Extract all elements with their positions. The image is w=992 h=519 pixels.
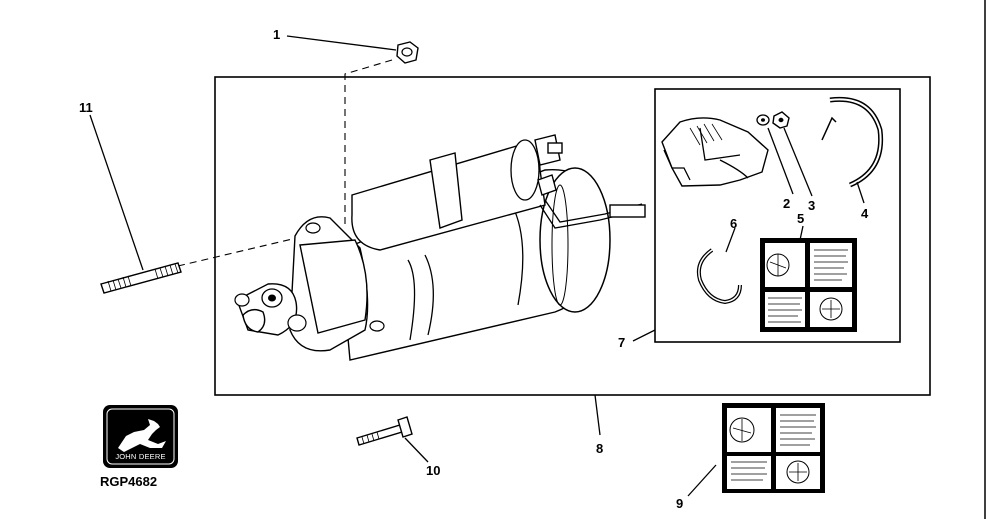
brush-holder-part — [661, 117, 769, 187]
figure-reference: RGP4682 — [100, 474, 157, 489]
instruction-decal-part — [760, 238, 857, 332]
callout-2: 2 — [783, 196, 790, 211]
callout-6: 6 — [730, 216, 737, 231]
callout-8: 8 — [596, 441, 603, 456]
callout-4: 4 — [861, 206, 869, 221]
starter-assembly-frame — [214, 76, 931, 396]
threaded-stud-part — [100, 262, 182, 294]
callout-3: 3 — [808, 198, 815, 213]
washer-part — [756, 114, 770, 126]
callout-1: 1 — [273, 27, 280, 42]
callout-11: 11 — [79, 100, 93, 115]
logo-brand-text: JOHN DEERE — [115, 452, 165, 461]
cap-screw-part — [356, 416, 413, 446]
retaining-ring-part — [696, 248, 742, 305]
john-deere-logo: JOHN DEERE — [103, 405, 178, 468]
callout-10: 10 — [426, 463, 440, 478]
repair-kit-frame — [654, 88, 901, 343]
callout-5: 5 — [797, 211, 804, 226]
flange-nut-part — [396, 41, 419, 64]
callout-7: 7 — [618, 335, 625, 350]
starter-motor-body — [234, 134, 646, 361]
leaping-deer-icon — [118, 419, 166, 452]
dashed-assembly-lines — [177, 59, 393, 267]
leader-lines — [89, 35, 865, 497]
loose-decal-part — [722, 403, 825, 493]
snap-ring-part — [821, 96, 884, 188]
small-nut-part — [772, 111, 790, 129]
callout-9: 9 — [676, 496, 683, 511]
